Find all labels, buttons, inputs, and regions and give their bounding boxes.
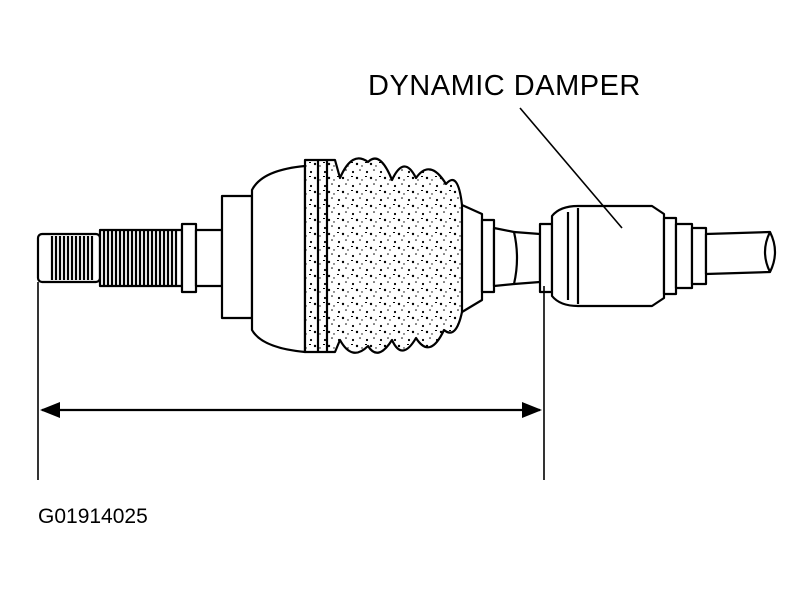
dynamic-damper	[550, 204, 708, 308]
joint-housing	[220, 164, 307, 354]
spline-shaft	[36, 222, 224, 294]
dynamic-damper-label: DYNAMIC DAMPER	[368, 70, 641, 102]
intermediate-shaft	[480, 218, 554, 294]
right-shaft	[704, 230, 777, 276]
rubber-boot	[303, 157, 484, 354]
callout-leader-line	[519, 107, 623, 229]
figure-id: G01914025	[38, 505, 148, 528]
dimension-arrow-icon	[40, 402, 542, 418]
